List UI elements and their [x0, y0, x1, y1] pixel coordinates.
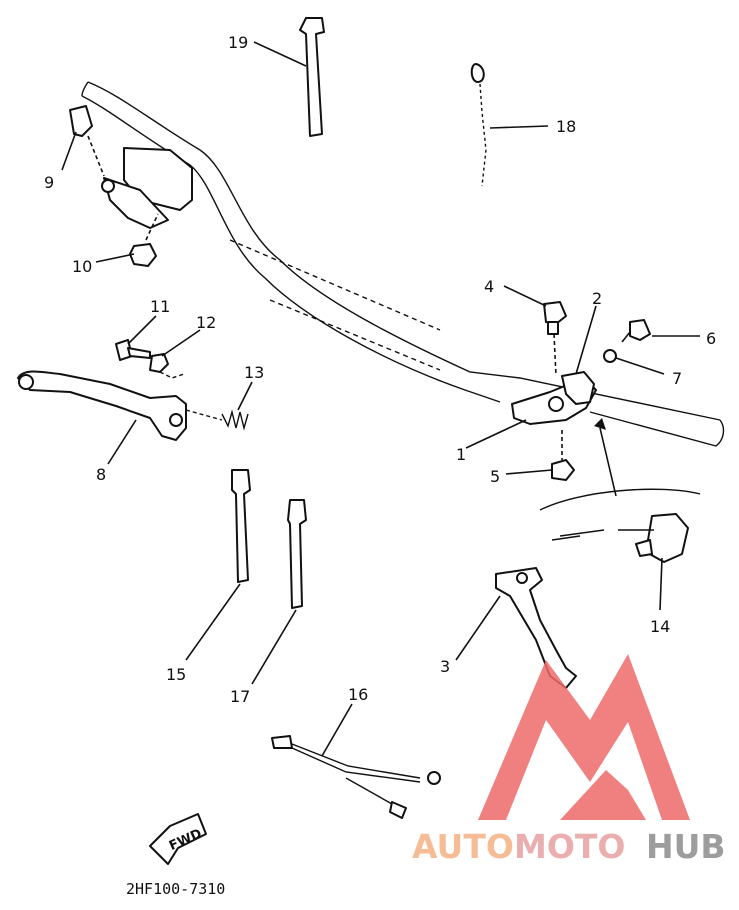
left-clamp	[101, 147, 193, 229]
leader-lines	[61, 41, 700, 757]
callout-14: 14	[650, 617, 670, 636]
callout-4: 4	[484, 277, 494, 296]
callout-16: 16	[348, 685, 368, 704]
callout-13: 13	[244, 363, 264, 382]
fwd-arrow: FWD	[149, 813, 207, 865]
callout-15: 15	[166, 665, 186, 684]
watermark-moto: MOTO	[514, 827, 625, 866]
callout-10: 10	[72, 257, 92, 276]
callout-18: 18	[556, 117, 576, 136]
cables-16	[271, 735, 441, 819]
spring-13	[185, 409, 249, 431]
detail-arrow	[539, 418, 701, 511]
watermark-logo: AUTO MOTO HUB	[412, 654, 726, 866]
bolt-9	[69, 105, 105, 177]
part-code: 2HF100-7310	[126, 880, 225, 898]
nut-10	[129, 213, 159, 267]
nut-5	[551, 430, 575, 481]
watermark-auto: AUTO	[412, 827, 514, 866]
lever-8	[17, 370, 187, 441]
screw-11	[115, 339, 151, 361]
callout-3: 3	[440, 657, 450, 676]
callout-1: 1	[456, 445, 466, 464]
handlebar	[81, 81, 725, 447]
callout-17: 17	[230, 687, 250, 706]
callout-11: 11	[150, 297, 170, 316]
cable-tie-19	[299, 17, 325, 137]
cable-tie-15	[231, 469, 251, 583]
callout-12: 12	[196, 313, 216, 332]
washer-7	[603, 349, 617, 363]
switch-14	[551, 513, 689, 563]
lever-3	[495, 567, 577, 689]
callout-19: 19	[228, 33, 248, 52]
callout-7: 7	[672, 369, 682, 388]
callout-2: 2	[592, 289, 602, 308]
cable-tie-17	[287, 499, 307, 609]
callout-6: 6	[706, 329, 716, 348]
nut-12	[149, 353, 185, 379]
callout-labels: 1 2 3 4 5 6 7 8 9 10 11 12 13 14 15 16 1…	[44, 33, 716, 706]
callout-9: 9	[44, 173, 54, 192]
callout-5: 5	[490, 467, 500, 486]
bolt-4	[543, 301, 567, 377]
callout-8: 8	[96, 465, 106, 484]
lever-bracket-1-2	[511, 371, 597, 425]
screw-6	[621, 319, 651, 343]
chain-18	[470, 63, 487, 187]
watermark-hub: HUB	[646, 827, 726, 866]
